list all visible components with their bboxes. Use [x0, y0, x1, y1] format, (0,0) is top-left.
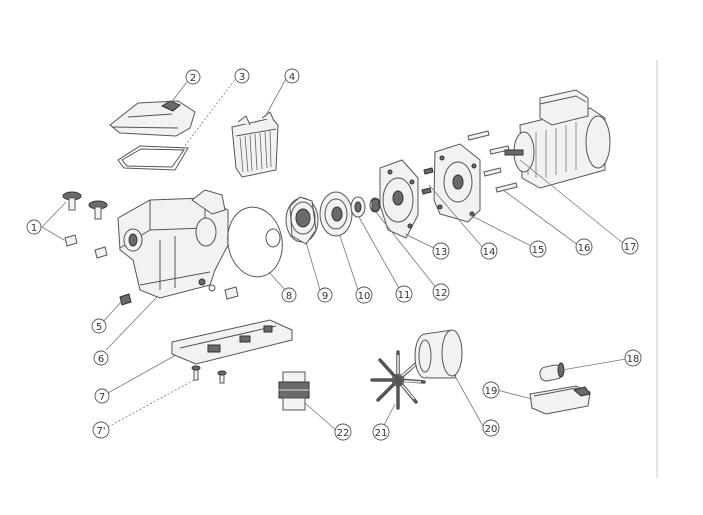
callout-number: 3 — [239, 72, 245, 83]
callout-number: 19 — [485, 386, 498, 397]
callout-22: 22 — [334, 423, 352, 441]
part-pump-housing — [117, 189, 229, 299]
callout-4: 4 — [284, 68, 300, 84]
callout-21: 21 — [372, 423, 390, 441]
leader-lines — [41, 76, 627, 432]
part-shaft-seal — [369, 197, 381, 213]
callout-number: 13 — [435, 247, 448, 258]
part-drain-plug — [119, 284, 239, 306]
callout-20: 20 — [482, 419, 500, 437]
callout-8: 8 — [281, 287, 297, 303]
callout-number: 7 — [99, 392, 105, 403]
callout-2: 2 — [185, 69, 201, 85]
callout-10: 10 — [355, 286, 373, 304]
part-seal-plate-screws — [421, 167, 434, 195]
callout-15: 15 — [529, 240, 547, 258]
part-base-screws — [191, 365, 227, 384]
callout-1: 1 — [26, 219, 42, 235]
callout-number: 17 — [624, 242, 637, 253]
callout-16: 16 — [575, 238, 593, 256]
callout-number: 21 — [375, 428, 388, 439]
callout-7-prime: 7' — [92, 421, 110, 439]
callout-number: 20 — [485, 424, 498, 435]
part-motor-bolts — [467, 130, 518, 193]
part-drain-plugs — [62, 191, 108, 259]
callout-6: 6 — [93, 350, 109, 366]
part-fan-cover — [414, 329, 463, 379]
part-impeller — [319, 191, 353, 237]
part-capacitor-box — [529, 385, 591, 415]
callout-number: 9 — [322, 291, 328, 302]
part-mechanical-seal — [350, 196, 366, 218]
callout-number: 6 — [98, 354, 104, 365]
callout-number: 7' — [96, 426, 105, 437]
part-diffuser — [285, 196, 319, 245]
callout-12: 12 — [432, 283, 450, 301]
callout-number: 12 — [435, 288, 448, 299]
callout-3: 3 — [234, 68, 250, 84]
part-union-fitting — [278, 371, 310, 411]
part-motor-flange — [433, 143, 481, 223]
callout-number: 2 — [190, 73, 196, 84]
callout-18: 18 — [624, 349, 642, 367]
callout-13: 13 — [432, 242, 450, 260]
part-seal-plate — [379, 159, 419, 239]
callout-number: 15 — [532, 245, 545, 256]
callout-number: 11 — [398, 290, 411, 301]
callout-11: 11 — [395, 285, 413, 303]
callout-17: 17 — [621, 237, 639, 255]
part-pump-base — [171, 319, 293, 365]
callout-19: 19 — [482, 381, 500, 399]
callout-number: 10 — [358, 291, 371, 302]
callout-9: 9 — [317, 287, 333, 303]
part-cooling-fan — [370, 350, 426, 410]
part-strainer-basket — [231, 111, 279, 178]
callout-number: 14 — [483, 247, 496, 258]
callout-7: 7 — [94, 388, 110, 404]
callout-number: 16 — [578, 243, 591, 254]
callout-number: 22 — [337, 428, 350, 439]
callout-14: 14 — [480, 242, 498, 260]
part-diffuser-o-ring — [227, 206, 283, 278]
part-strainer-lid — [109, 100, 196, 137]
callout-number: 1 — [31, 223, 37, 234]
part-motor — [504, 89, 611, 189]
callout-number: 4 — [289, 72, 295, 83]
callout-number: 18 — [627, 354, 640, 365]
part-lid-seal — [117, 145, 189, 171]
callout-number: 8 — [286, 291, 292, 302]
callout-number: 5 — [96, 322, 102, 333]
callout-5: 5 — [91, 318, 107, 334]
part-capacitor — [539, 362, 565, 382]
